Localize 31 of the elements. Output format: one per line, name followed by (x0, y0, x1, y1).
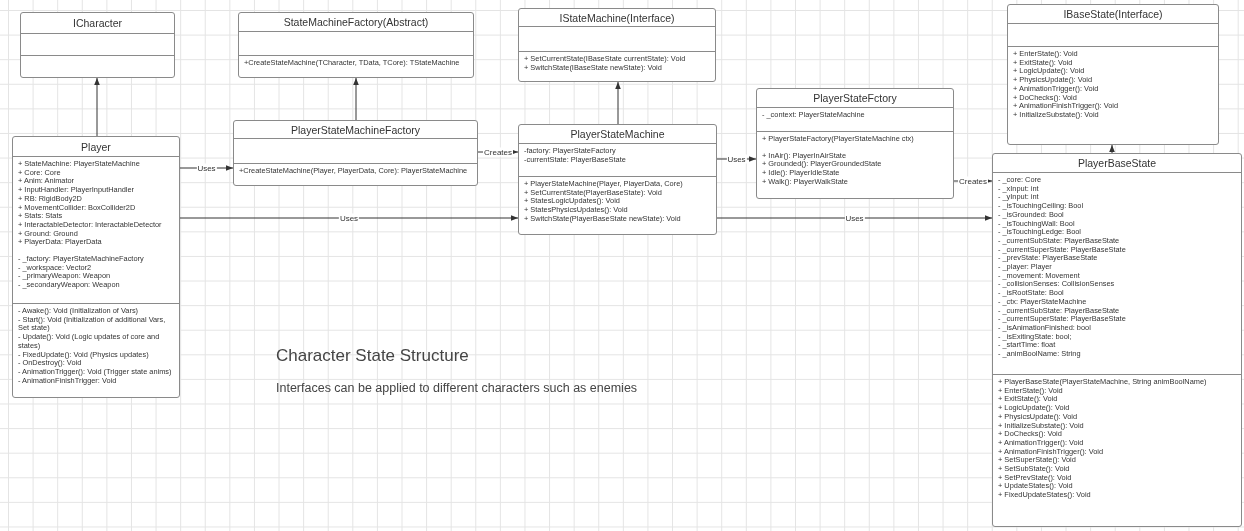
edge-label: Uses (338, 213, 360, 223)
caption-text: Interfaces can be applied to different characters such as enemies (276, 381, 638, 395)
arrow (179, 215, 519, 221)
arrow (353, 77, 359, 121)
class-name: IStateMachine(Interface) (559, 11, 675, 24)
class-name: PlayerStateMachineFactory (291, 123, 420, 136)
edge-label: Creates (483, 147, 513, 157)
edge-label: Uses (844, 213, 865, 223)
arrow (615, 81, 621, 125)
class-box (1007, 4, 1219, 145)
edge-label: Uses (196, 163, 217, 173)
class-box (20, 12, 175, 78)
class-box (238, 12, 474, 78)
class-name: StateMachineFactory(Abstract) (283, 16, 429, 28)
diagram-title: Character State Structure (276, 346, 469, 366)
class-box (518, 124, 717, 235)
class-name: ICharacter (73, 17, 122, 29)
class-name: PlayerStateFctory (813, 92, 897, 104)
class-name: PlayerBaseState (1077, 157, 1157, 169)
edge-label: Uses (726, 154, 747, 164)
class-name: Player (81, 140, 111, 153)
class-box (12, 136, 180, 398)
class-box (992, 153, 1242, 527)
class-box (756, 88, 954, 199)
class-name: IBaseState(Interface) (1063, 8, 1163, 20)
arrow (716, 215, 993, 221)
class-name: PlayerStateMachine (570, 128, 665, 140)
arrow (94, 77, 100, 137)
arrow (1109, 144, 1115, 154)
class-box (233, 120, 478, 186)
class-box (518, 8, 716, 82)
